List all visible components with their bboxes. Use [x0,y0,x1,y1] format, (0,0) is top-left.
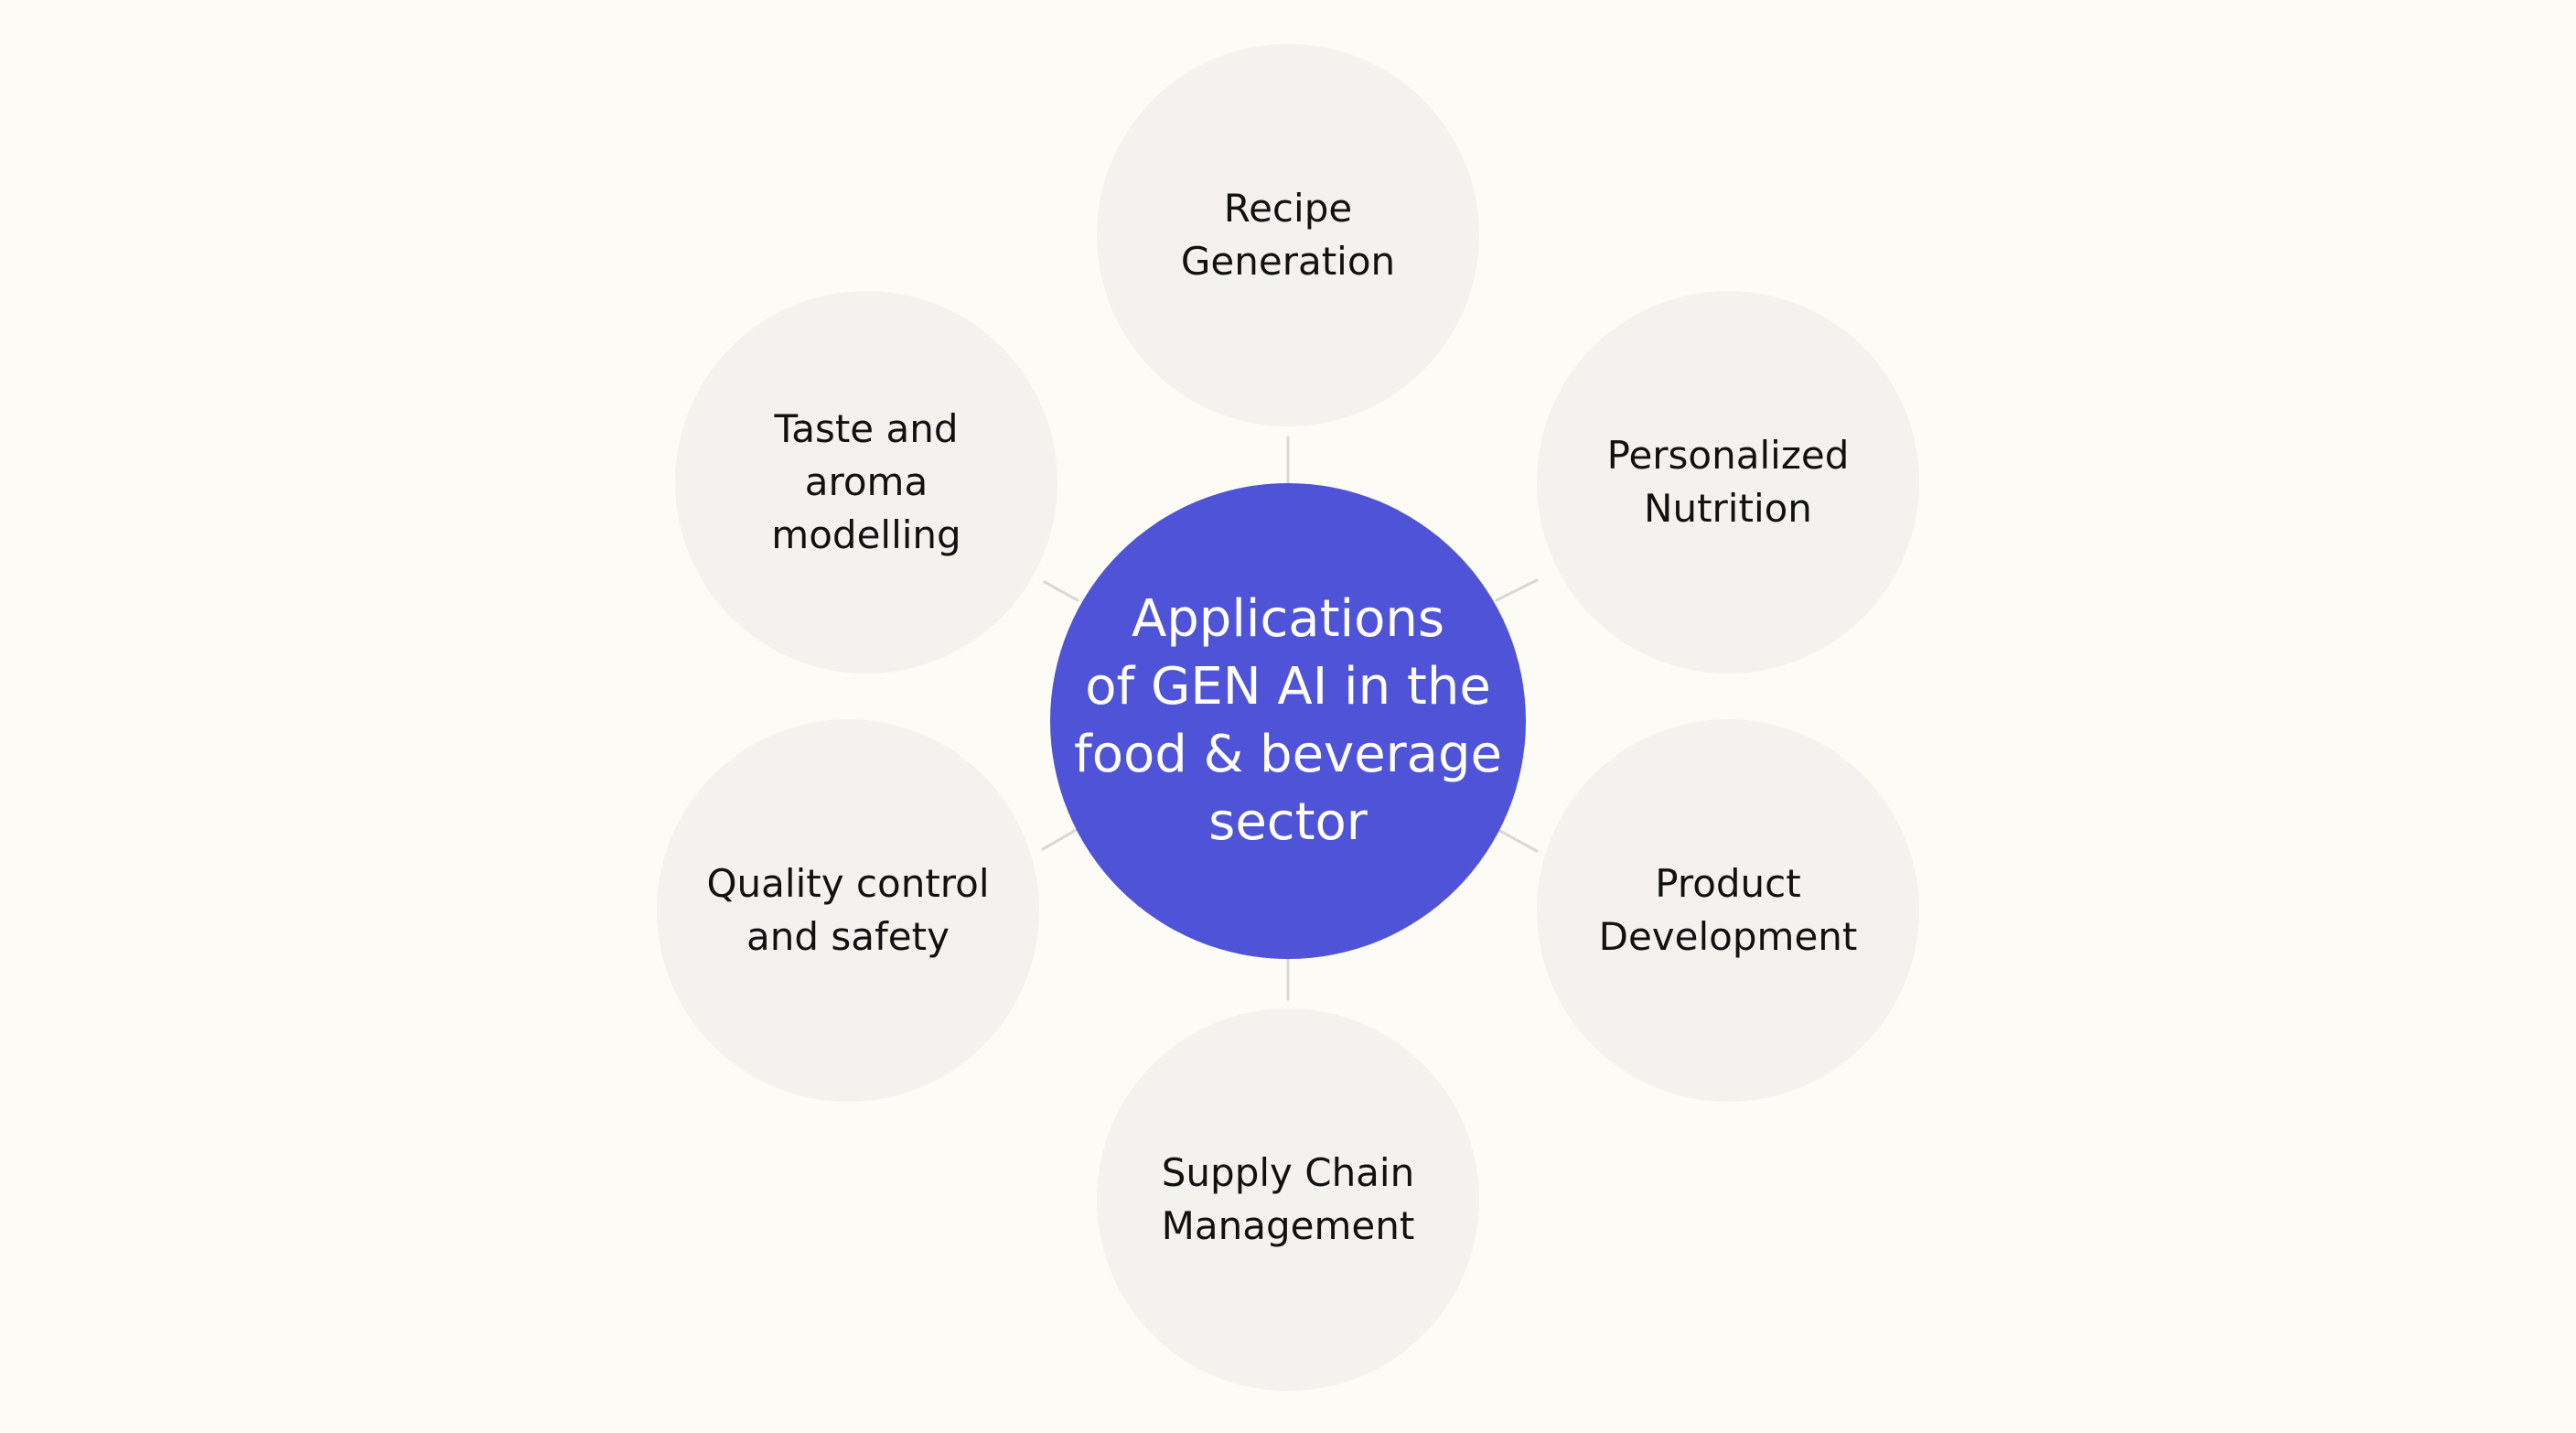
center-hub: Applications of GEN AI in the food & bev… [1050,483,1526,959]
node-supply-chain-management: Supply Chain Management [1097,1008,1479,1391]
node-label: Recipe Generation [1180,186,1396,284]
node-product-development: Product Development [1537,719,1919,1102]
node-label: Taste and aroma modelling [771,406,961,557]
connector-personalized [1495,578,1539,602]
node-label: Quality control and safety [706,861,990,959]
connector-quality [1041,827,1079,851]
center-hub-label: Applications of GEN AI in the food & bev… [1074,589,1502,852]
node-quality-control: Quality control and safety [657,719,1039,1102]
node-label: Personalized Nutrition [1606,433,1850,531]
node-personalized-nutrition: Personalized Nutrition [1537,291,1919,673]
connector-taste [1043,580,1079,602]
connector-product [1495,827,1539,853]
node-taste-aroma-modelling: Taste and aroma modelling [675,291,1057,673]
node-label: Product Development [1598,861,1858,959]
node-label: Supply Chain Management [1161,1150,1415,1248]
node-recipe-generation: Recipe Generation [1097,44,1479,426]
